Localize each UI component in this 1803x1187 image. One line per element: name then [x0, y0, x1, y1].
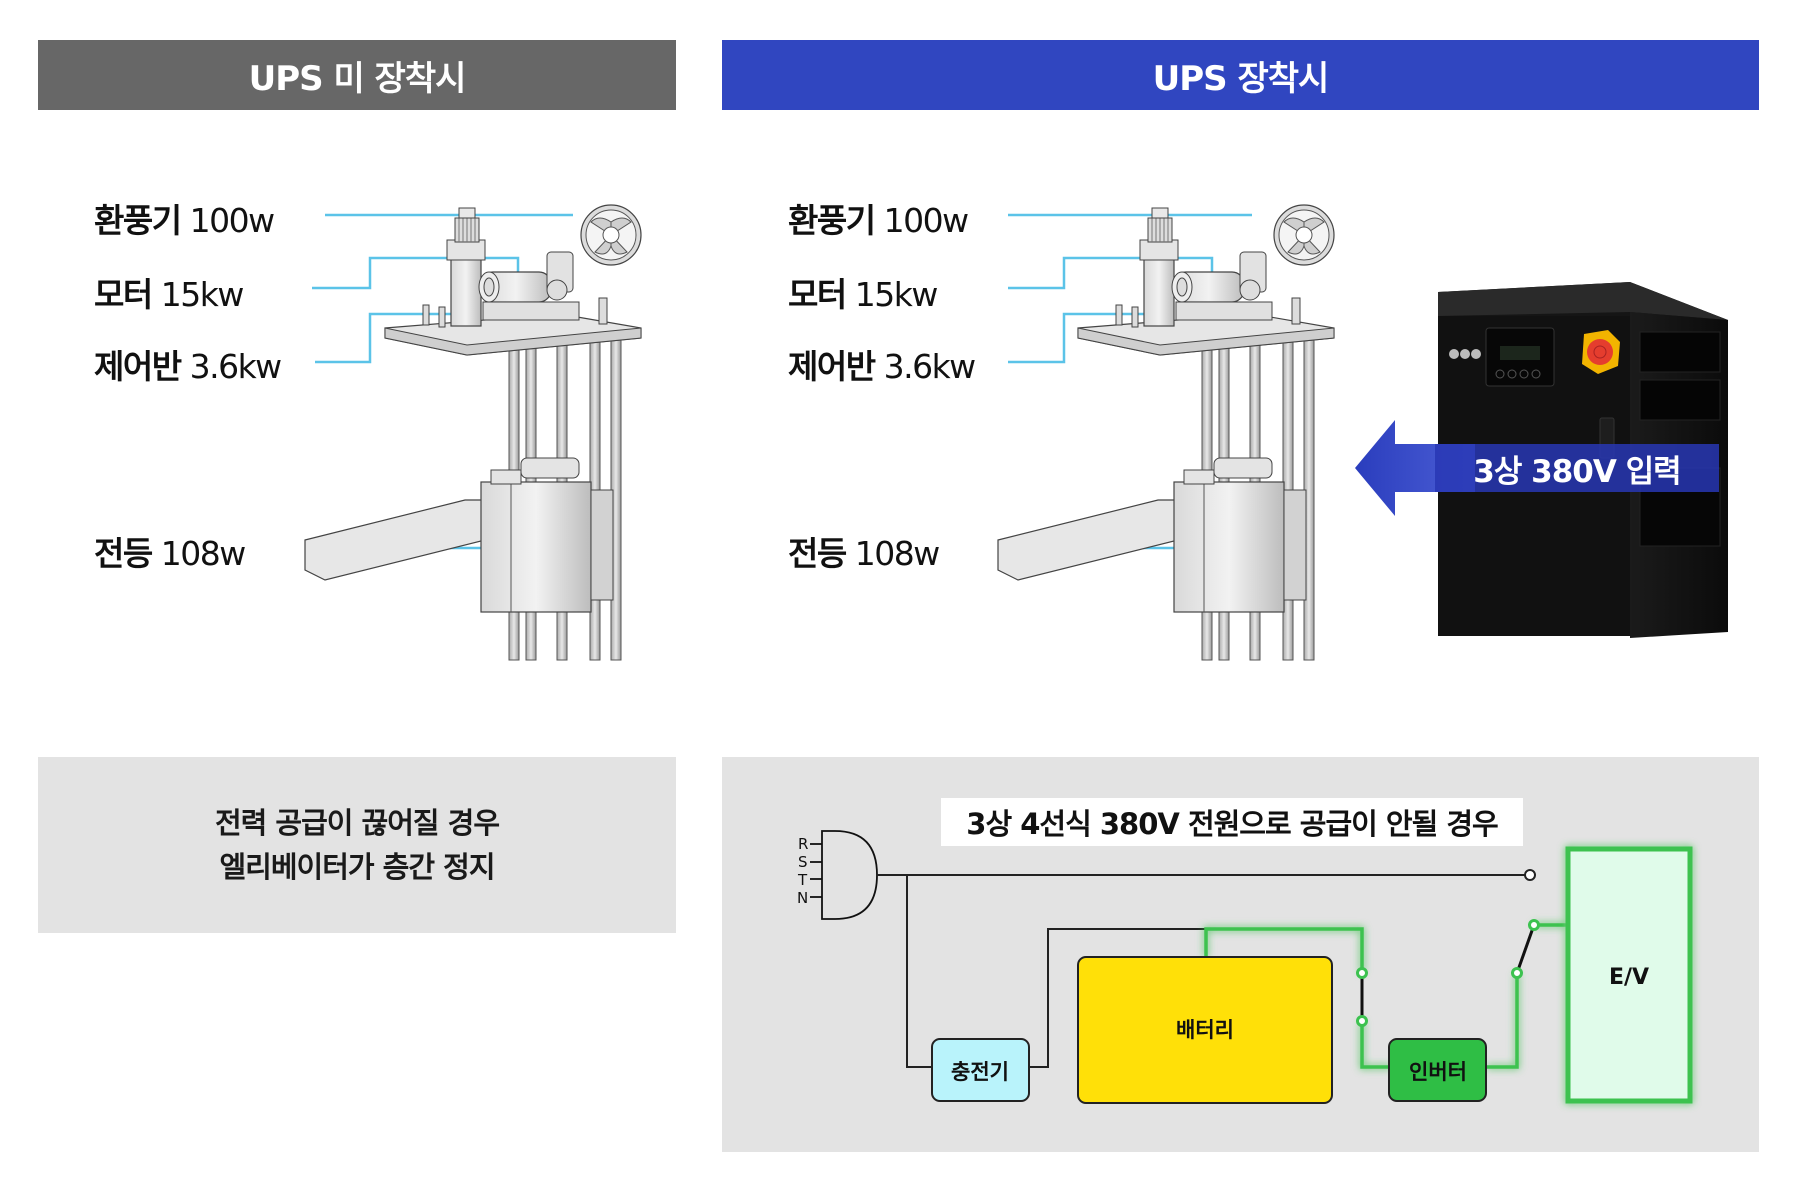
- battery-label: 배터리: [1176, 1018, 1234, 1042]
- label-control-panel-ups-name: 제어반: [788, 347, 876, 386]
- label-motor-ups-name: 모터: [788, 275, 847, 314]
- label-light-ups-name: 전등: [788, 534, 847, 573]
- label-fan: 환풍기 100w: [94, 194, 275, 242]
- label-motor-ups: 모터 15kw: [788, 268, 939, 316]
- header-with-ups: UPS 장착시: [722, 40, 1759, 110]
- phase-s: S: [798, 853, 808, 871]
- label-fan-name: 환풍기: [94, 201, 182, 240]
- elevator-graphic-left: [304, 204, 642, 661]
- elevator-graphic-right: [997, 204, 1335, 661]
- header-without-ups: UPS 미 장착시: [38, 40, 676, 110]
- label-light-ups: 전등 108w: [788, 527, 940, 575]
- label-light-value: 108w: [160, 534, 246, 573]
- battery-block: 배터리: [1077, 956, 1333, 1104]
- label-fan-ups-value: 100w: [883, 201, 969, 240]
- phase-n: N: [797, 889, 808, 907]
- phase-r: R: [798, 835, 808, 853]
- label-motor: 모터 15kw: [94, 268, 245, 316]
- note-line-1: 전력 공급이 끊어질 경우: [214, 806, 500, 840]
- charger-block: 충전기: [931, 1038, 1030, 1102]
- label-control-panel-value: 3.6kw: [189, 347, 283, 386]
- charger-label: 충전기: [951, 1060, 1009, 1084]
- inverter-label: 인버터: [1409, 1060, 1467, 1084]
- label-motor-value: 15kw: [160, 275, 245, 314]
- ups-input-label: 3상 380V 입력: [1435, 444, 1719, 492]
- switch-lines: [1360, 924, 1536, 1021]
- inverter-block: 인버터: [1388, 1038, 1487, 1102]
- power-failure-note: 전력 공급이 끊어질 경우 엘리베이터가 층간 정지: [38, 757, 676, 933]
- label-light-ups-value: 108w: [854, 534, 940, 573]
- label-motor-name: 모터: [94, 275, 153, 314]
- label-control-panel: 제어반 3.6kw: [94, 340, 283, 388]
- label-motor-ups-value: 15kw: [854, 275, 939, 314]
- phase-t: T: [797, 871, 808, 889]
- label-control-panel-ups-value: 3.6kw: [883, 347, 977, 386]
- black-wiring: [877, 874, 1526, 1068]
- circuit-diagram-title-text: 3상 4선식 380V 전원으로 공급이 안될 경우: [966, 807, 1498, 841]
- elevator-illustration-left: [304, 204, 1335, 661]
- circuit-diagram-title: 3상 4선식 380V 전원으로 공급이 안될 경우: [941, 798, 1523, 846]
- phase-labels: R S T N: [797, 835, 808, 907]
- phase-input-icon: [810, 830, 878, 920]
- ev-label: E/V: [1609, 965, 1649, 990]
- label-fan-ups: 환풍기 100w: [788, 194, 969, 242]
- label-light-name: 전등: [94, 534, 153, 573]
- label-fan-ups-name: 환풍기: [788, 201, 876, 240]
- bypass-terminal: [1524, 869, 1536, 881]
- header-without-ups-label: UPS 미 장착시: [248, 58, 467, 99]
- label-control-panel-ups: 제어반 3.6kw: [788, 340, 977, 388]
- green-terminals: [1356, 919, 1540, 1027]
- green-wiring: [1204, 923, 1567, 1069]
- circuit-diagram: R S T N 충전기 배터리: [797, 830, 1693, 1104]
- note-line-2: 엘리베이터가 층간 정지: [219, 850, 496, 884]
- ev-block: E/V: [1565, 846, 1693, 1104]
- ups-input-label-text: 3상 380V 입력: [1473, 453, 1681, 490]
- label-fan-value: 100w: [189, 201, 275, 240]
- label-control-panel-name: 제어반: [94, 347, 182, 386]
- header-with-ups-label: UPS 장착시: [1152, 58, 1330, 99]
- callout-lines-right: [1008, 213, 1252, 550]
- label-light: 전등 108w: [94, 527, 246, 575]
